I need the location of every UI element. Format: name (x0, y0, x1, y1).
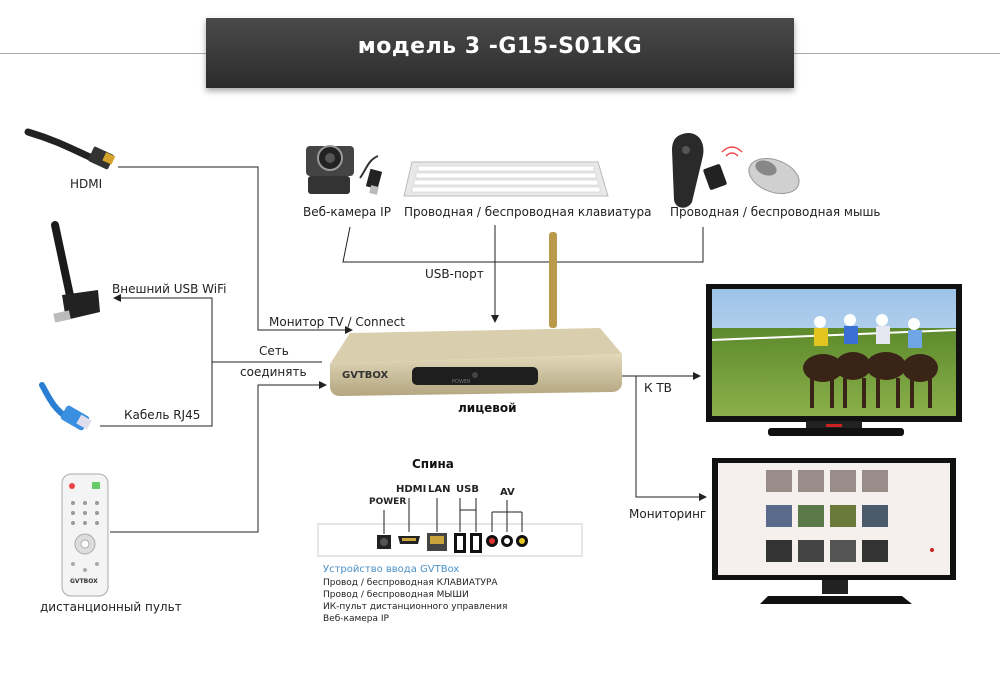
to-tv-label: К ТВ (644, 381, 672, 395)
input-devices-heading: Устройство ввода GVTBox (323, 564, 460, 575)
keyboard-icon (403, 161, 609, 197)
rj45-cable-icon (39, 382, 92, 431)
webcam-icon (306, 145, 383, 195)
monitor-icon (712, 458, 956, 604)
connect-label: соединять (240, 365, 307, 379)
input-device-item: Провод / беспроводная КЛАВИАТУРА (323, 578, 498, 588)
hdmi-label: HDMI (70, 177, 103, 191)
hdmi-line (118, 166, 353, 334)
port-usb-label: USB (456, 484, 479, 495)
back-label: Спина (412, 457, 454, 471)
remote-line (110, 381, 327, 533)
port-av-label: AV (500, 487, 515, 498)
device-brand: GVTBOX (342, 370, 389, 381)
page-title: модель 3 -G15-S01KG (357, 34, 643, 59)
port-hdmi-label: HDMI (396, 484, 427, 495)
tv-icon (706, 284, 962, 436)
keyboard-label: Проводная / беспроводная клавиатура (404, 205, 652, 219)
title-line-right (794, 53, 1000, 54)
port-lan-label: LAN (428, 484, 451, 495)
remote-label: дистанционный пульт (40, 600, 182, 614)
input-device-item: ИК-пульт дистанционного управления (323, 602, 508, 612)
network-label: Сеть (259, 344, 289, 358)
wifi-label: Внешний USB WiFi (112, 282, 227, 296)
usb-port-label: USB-порт (425, 267, 484, 281)
input-device-item: Провод / беспроводная МЫШИ (323, 590, 469, 600)
mouse-label: Проводная / беспроводная мышь (670, 205, 881, 219)
mouse-icon (672, 132, 800, 208)
monitor-connect-label: Монитор TV / Connect (269, 315, 405, 329)
rj45-line (100, 362, 213, 427)
wifi-dongle-icon (51, 221, 100, 323)
remote-brand: GVTBOX (70, 578, 98, 585)
front-label: лицевой (458, 401, 517, 415)
gvtbox-device-icon (330, 232, 622, 396)
webcam-label: Веб-камера IP (303, 205, 391, 219)
network-line (113, 294, 322, 363)
input-device-item: Веб-камера IP (323, 614, 389, 624)
monitoring-line (635, 376, 707, 501)
rear-panel-icon (317, 498, 583, 557)
device-power-label: POWER (452, 379, 471, 385)
port-power-label: POWER (369, 497, 407, 507)
hdmi-cable-icon (24, 128, 116, 170)
title-bar (206, 18, 794, 88)
monitoring-label: Мониторинг (629, 507, 707, 521)
title-line-left (0, 53, 206, 54)
remote-icon (61, 473, 109, 597)
rj45-label: Кабель RJ45 (124, 408, 201, 422)
webcam-line (342, 226, 704, 263)
connection-lines (100, 166, 707, 533)
